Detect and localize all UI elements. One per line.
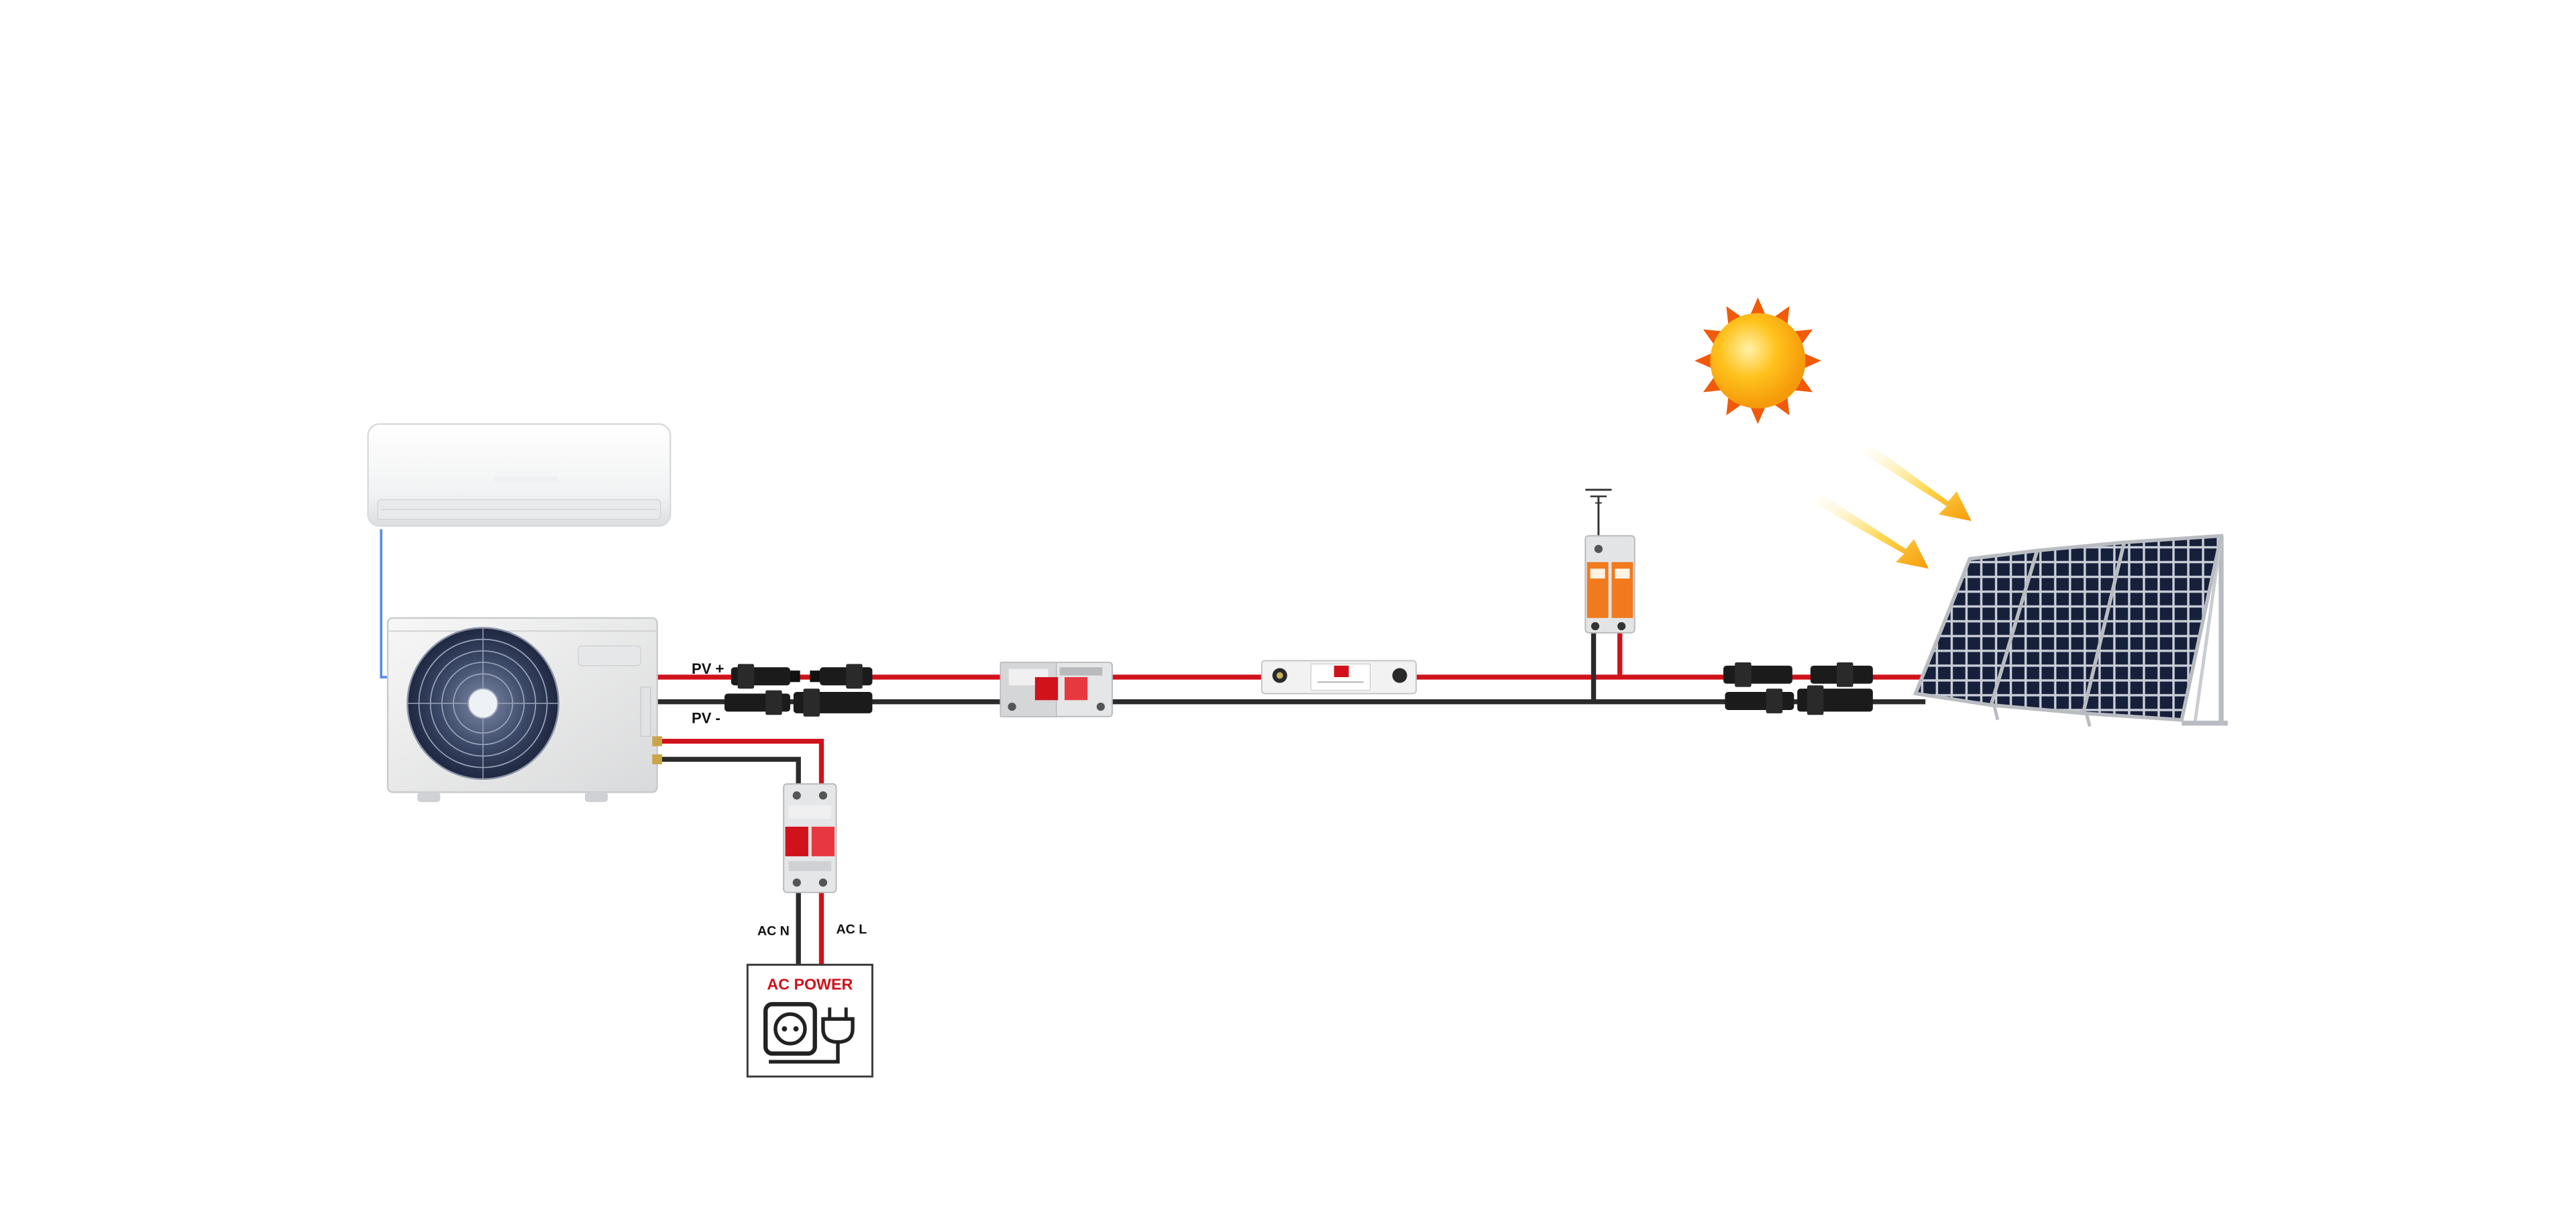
surge-protection-device — [1585, 489, 1635, 634]
ac-neutral-wire — [657, 756, 801, 786]
ac-live-wire — [657, 738, 824, 786]
mc4-connector-left-positive — [731, 664, 873, 689]
sun-icon — [1695, 297, 1821, 424]
ac-power-label: AC POWER — [767, 975, 853, 993]
mc4-connector-right-negative — [1725, 685, 1873, 715]
ac-breaker — [783, 783, 837, 893]
ac-live-label: AC L — [837, 922, 867, 937]
air-conditioner-outdoor-unit — [386, 617, 662, 803]
dc-fuse-holder — [1260, 660, 1417, 695]
sunlight-rays — [1813, 444, 1972, 569]
solar-panel-array — [1913, 534, 2228, 727]
air-conditioner-indoor-unit — [367, 423, 672, 527]
ac-neutral-label: AC N — [757, 923, 790, 938]
ground-symbol — [1585, 489, 1612, 504]
solar-panel-3 — [2080, 534, 2224, 722]
pv-negative-label: PV - — [692, 710, 720, 727]
power-socket-plug-icon — [763, 1002, 855, 1064]
mc4-connector-right-positive — [1723, 662, 1873, 687]
mc4-connector-left-negative — [724, 689, 873, 717]
ac-power-source: AC POWER — [746, 964, 873, 1078]
dc-circuit-breaker — [1000, 661, 1113, 717]
pv-positive-label: PV + — [692, 660, 724, 677]
